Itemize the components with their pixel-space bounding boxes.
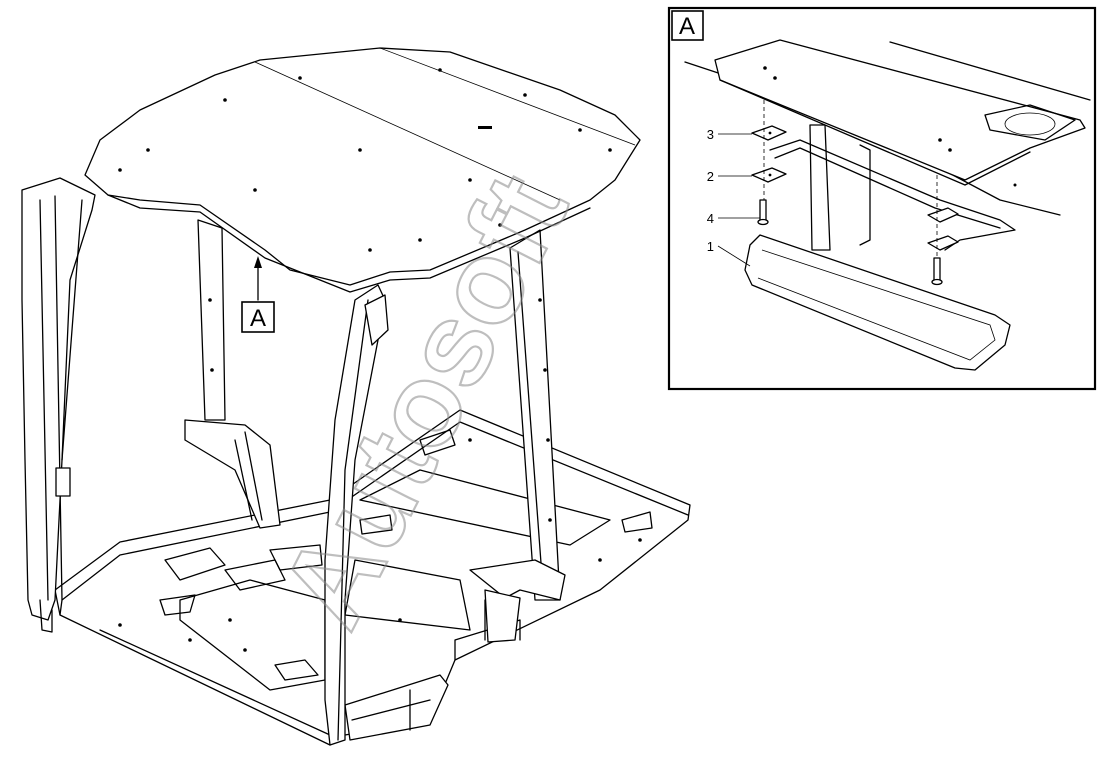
fastener-holes — [118, 68, 642, 652]
cab-assembly: A — [21, 47, 691, 746]
callout-number-2: 2 — [707, 169, 714, 184]
right-front-pillar — [324, 284, 389, 746]
view-a-callout: A — [241, 256, 275, 333]
rear-right-post — [469, 229, 566, 643]
detail-view-a: A — [667, 6, 1097, 391]
detail-tag-box — [671, 10, 704, 41]
callout-number-3: 3 — [707, 127, 714, 142]
left-front-pillar — [21, 177, 96, 633]
detail-tag-label: A — [679, 13, 695, 40]
rear-left-post — [184, 219, 281, 529]
callout-number-1: 1 — [707, 239, 714, 254]
view-a-label: A — [250, 305, 266, 332]
callout-number-4: 4 — [707, 211, 714, 226]
